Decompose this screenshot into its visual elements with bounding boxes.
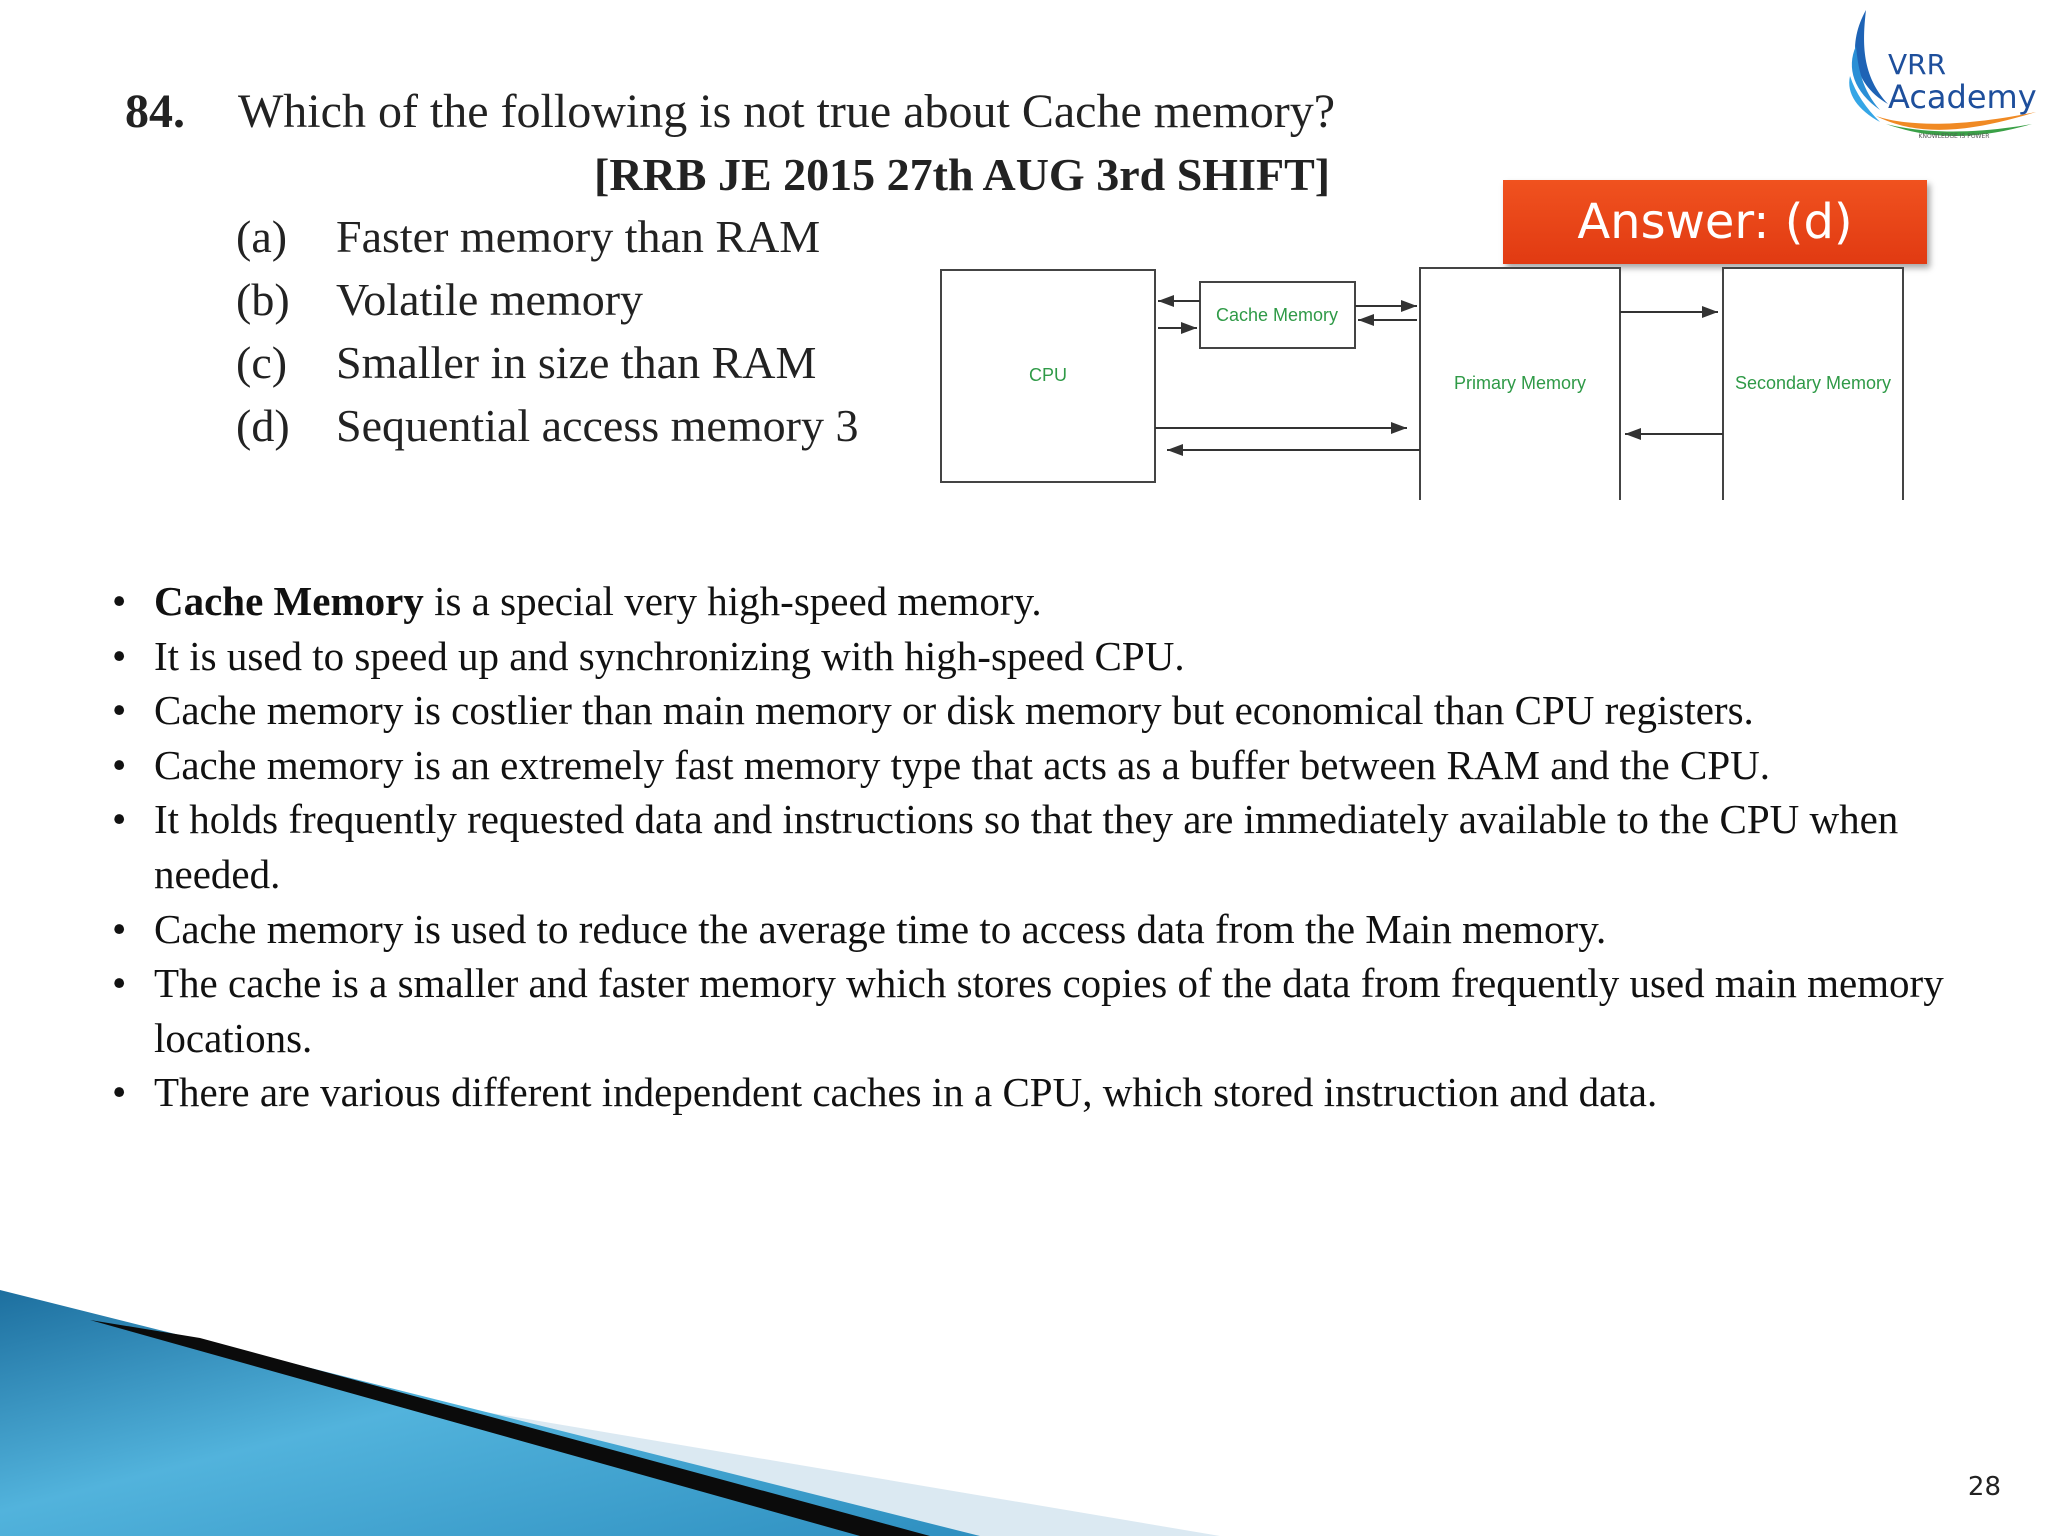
- bullet-text: It is used to speed up and synchronizing…: [154, 632, 1185, 679]
- question-number: 84.: [125, 85, 185, 138]
- logo-line1: VRR: [1888, 48, 1946, 81]
- question-text: Which of the following is not true about…: [238, 85, 1336, 138]
- cache-memory-label: Cache Memory: [1216, 305, 1338, 325]
- option-label: (c): [236, 337, 288, 388]
- secondary-memory-box: [1722, 267, 1904, 500]
- list-item: Cache memory is an extremely fast memory…: [108, 738, 1988, 793]
- list-item: Cache Memory is a special very high-spee…: [108, 574, 1988, 629]
- bullet-text: Cache memory is used to reduce the avera…: [154, 905, 1607, 952]
- vrr-academy-logo: VRR Academy KNOWLEDGE IS POWER: [1849, 10, 2037, 140]
- bullet-bold: Cache Memory: [154, 578, 424, 624]
- option-d: (d) Sequential access memory 3: [236, 399, 858, 452]
- option-label: (a): [236, 211, 288, 262]
- secondary-memory-label: Secondary Memory: [1735, 373, 1891, 393]
- logo-line2: Academy: [1888, 78, 2037, 116]
- option-text: Smaller in size than RAM: [336, 337, 817, 388]
- list-item: There are various different independent …: [108, 1065, 1988, 1120]
- option-c: (c) Smaller in size than RAM: [236, 336, 816, 389]
- bullet-text: Cache memory is an extremely fast memory…: [154, 741, 1770, 788]
- cache-memory-box: [1199, 281, 1356, 349]
- bullet-text: is a special very high-speed memory.: [423, 578, 1042, 624]
- option-b: (b) Volatile memory: [236, 273, 643, 326]
- option-text: Faster memory than RAM: [336, 211, 821, 262]
- option-text: Sequential access memory 3: [336, 400, 859, 451]
- cpu-box: [940, 269, 1156, 483]
- cpu-label: CPU: [1029, 365, 1067, 385]
- bullet-text: The cache is a smaller and faster memory…: [154, 960, 1944, 1061]
- explanation-list: Cache Memory is a special very high-spee…: [108, 574, 1988, 1120]
- list-item: Cache memory is costlier than main memor…: [108, 683, 1988, 738]
- option-label: (b): [236, 274, 290, 325]
- decorative-swoosh: [0, 1290, 1220, 1536]
- list-item: The cache is a smaller and faster memory…: [108, 956, 1988, 1065]
- option-text: Volatile memory: [336, 274, 644, 325]
- list-item: It is used to speed up and synchronizing…: [108, 629, 1988, 684]
- option-label: (d): [236, 400, 290, 451]
- list-item: Cache memory is used to reduce the avera…: [108, 902, 1988, 957]
- option-a: (a) Faster memory than RAM: [236, 210, 820, 263]
- bullet-text: It holds frequently requested data and i…: [154, 796, 1899, 897]
- bullet-text: Cache memory is costlier than main memor…: [154, 687, 1754, 734]
- question-source: [RRB JE 2015 27th AUG 3rd SHIFT]: [594, 149, 1331, 200]
- primary-memory-box: [1419, 267, 1621, 500]
- logo-tagline: KNOWLEDGE IS POWER: [1919, 133, 1990, 140]
- bullet-text: There are various different independent …: [154, 1069, 1658, 1116]
- list-item: It holds frequently requested data and i…: [108, 792, 1988, 901]
- primary-memory-label: Primary Memory: [1454, 373, 1586, 393]
- page-number: 28: [1967, 1472, 2001, 1502]
- answer-badge: Answer: (d): [1503, 180, 1927, 264]
- memory-hierarchy-diagram: CPU Cache Memory Primary Memory Secondar…: [940, 267, 1904, 500]
